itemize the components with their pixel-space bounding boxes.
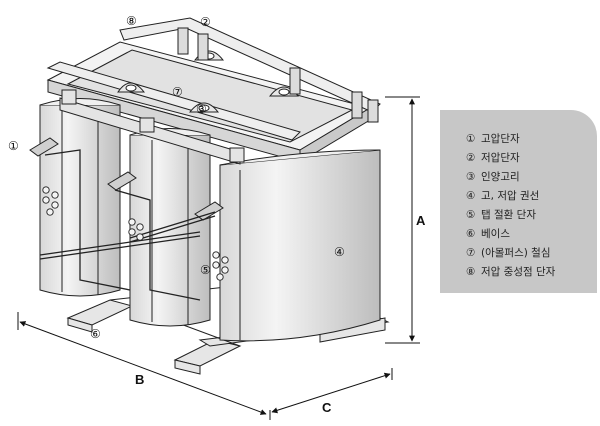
legend-item: ⑥ 베이스: [466, 225, 597, 244]
coil-3: [219, 149, 381, 342]
core-top: [46, 41, 372, 163]
callout-6: ⑥: [90, 327, 101, 341]
legend-item: ④ 고, 저압 권선: [466, 187, 597, 206]
legend-item-text: 고압단자: [481, 133, 520, 145]
legend-item-number: ⑤: [466, 209, 476, 221]
legend-item-text: 베이스: [481, 228, 510, 240]
legend-item-number: ⑧: [466, 266, 476, 278]
legend-item-text: 저압단자: [481, 152, 520, 164]
callout-2: ②: [200, 15, 211, 29]
callout-7: ⑦: [172, 85, 183, 99]
callout-3: ③: [196, 102, 207, 116]
legend-item-text: 탭 절환 단자: [481, 209, 536, 221]
callout-5: ⑤: [200, 263, 211, 277]
dimension-a: A: [416, 213, 426, 228]
front-clamps: [59, 89, 245, 165]
legend-item-number: ③: [466, 171, 476, 183]
legend-item: ③ 인양고리: [466, 168, 597, 187]
legend-item-text: 인양고리: [481, 171, 520, 183]
leads: [39, 149, 216, 301]
legend-item-number: ④: [466, 190, 476, 202]
legend-item: ① 고압단자: [466, 130, 597, 149]
legend-item-text: 저압 중성점 단자: [481, 266, 556, 278]
dimension-b: B: [135, 372, 144, 387]
legend-item: ⑤ 탭 절환 단자: [466, 206, 597, 225]
legend-item-number: ②: [466, 152, 476, 164]
legend-item-text: (아몰퍼스) 철심: [481, 247, 551, 259]
legend-panel: ① 고압단자 ② 저압단자 ③ 인양고리 ④ 고, 저압 권선 ⑤ 탭 절환 단자 ⑥ 베이스 ⑦ (아몰…: [440, 110, 597, 293]
legend-item: ⑦ (아몰퍼스) 철심: [466, 244, 597, 263]
legend-item-number: ①: [466, 133, 476, 145]
low-voltage-terminals: [177, 27, 379, 123]
legend-item: ⑧ 저압 중성점 단자: [466, 263, 597, 282]
callout-4: ④: [334, 245, 345, 259]
legend-item-number: ⑦: [466, 247, 476, 259]
callout-1: ①: [8, 139, 19, 153]
tap-terminals: [42, 186, 229, 281]
dimension-c: C: [322, 400, 332, 415]
lifting-lugs: [117, 50, 300, 113]
legend-item-text: 고, 저압 권선: [481, 190, 540, 202]
dimension-lines: [17, 96, 420, 420]
callout-8: ⑧: [126, 14, 137, 28]
high-voltage-terminal: [29, 137, 224, 221]
legend-item-number: ⑥: [466, 228, 476, 240]
legend-item: ② 저압단자: [466, 149, 597, 168]
